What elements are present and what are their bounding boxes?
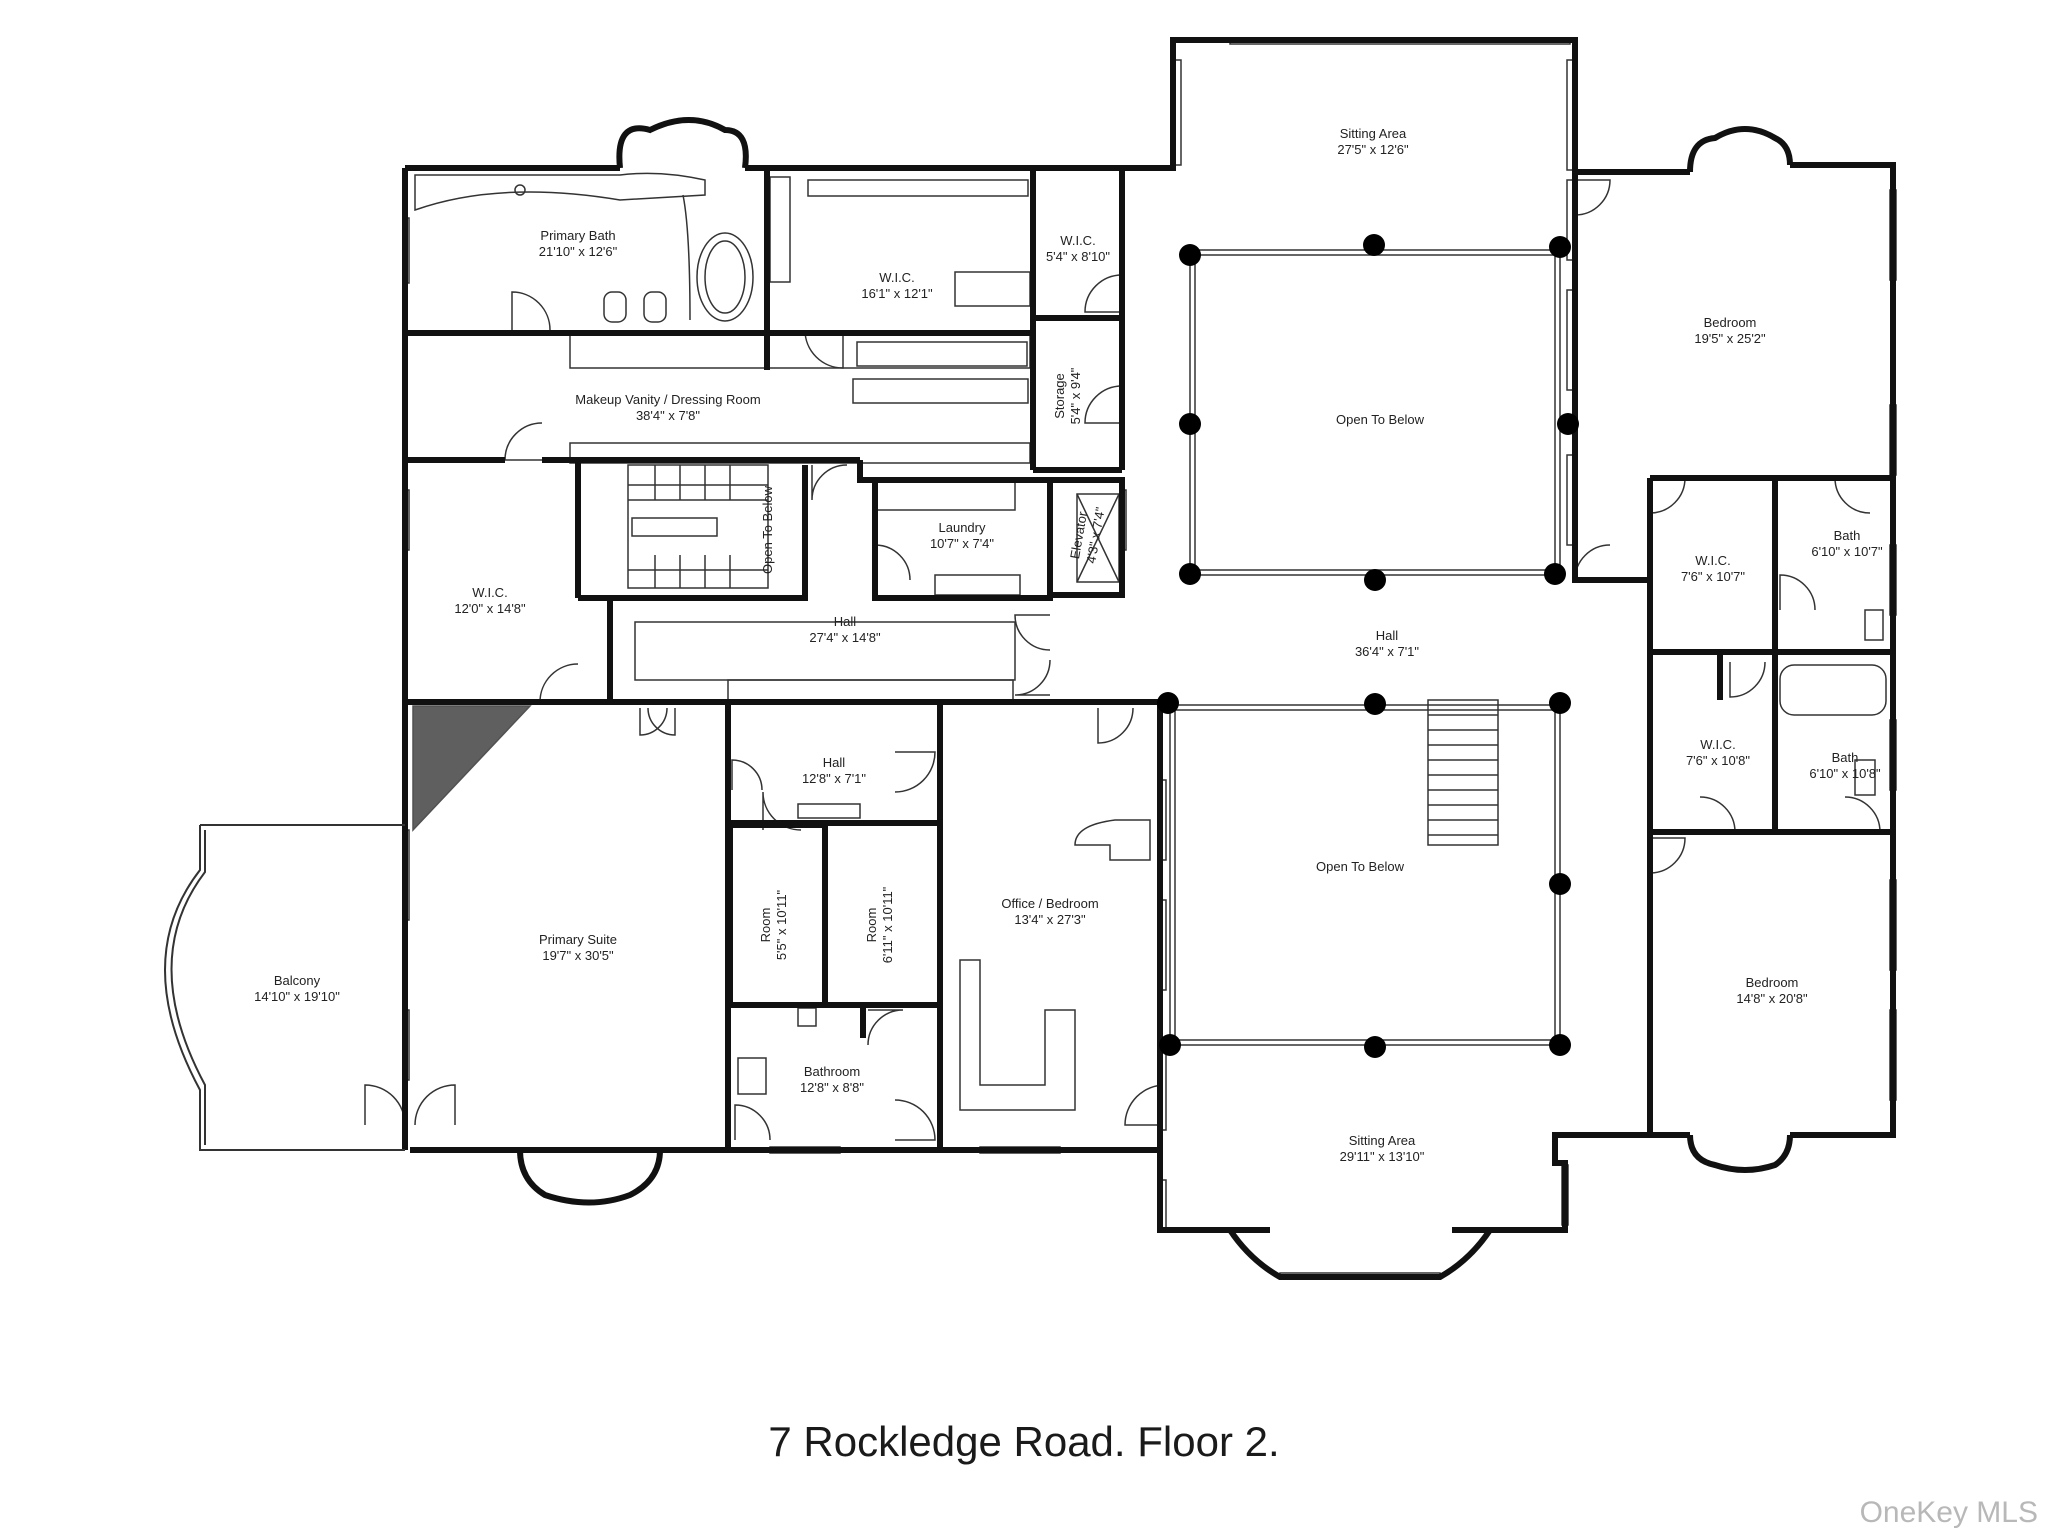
room-2-name: Room — [864, 908, 879, 943]
wic-2-dims: 5'4" x 8'10" — [1046, 249, 1110, 264]
hall-right-dims: 36'4" x 7'1" — [1355, 644, 1419, 659]
windows — [402, 37, 1897, 1280]
storage-dims: 5'4" x 9'4" — [1068, 367, 1083, 424]
fixtures — [412, 172, 1887, 1111]
sitting-area-bottom-name: Sitting Area — [1349, 1133, 1416, 1148]
primary-bath-dims: 21'10" x 12'6" — [539, 244, 618, 259]
makeup-vanity-dims: 38'4" x 7'8" — [636, 408, 700, 423]
hall-main-dims: 27'4" x 14'8" — [809, 630, 881, 645]
wic-4-name: W.I.C. — [1695, 553, 1730, 568]
room-labels: Primary Bath 21'10" x 12'6" W.I.C. 16'1"… — [254, 126, 1883, 1164]
laundry-dims: 10'7" x 7'4" — [930, 536, 994, 551]
room-2-dims: 6'11" x 10'11" — [880, 886, 895, 963]
door-swings — [364, 179, 1881, 1141]
wic-1-dims: 16'1" x 12'1" — [861, 286, 933, 301]
sitting-area-top-name: Sitting Area — [1340, 126, 1407, 141]
bath-2-name: Bath — [1832, 750, 1859, 765]
hall-small-name: Hall — [823, 755, 846, 770]
hall-main-name: Hall — [834, 614, 857, 629]
bedroom-top-dims: 19'5" x 25'2" — [1694, 331, 1766, 346]
balcony-name: Balcony — [274, 973, 321, 988]
balcony-railing — [164, 824, 405, 1151]
bath-1-dims: 6'10" x 10'7" — [1811, 544, 1883, 559]
bedroom-bottom-name: Bedroom — [1746, 975, 1799, 990]
open-below-bottom-name: Open To Below — [1316, 859, 1405, 874]
bathroom-name: Bathroom — [804, 1064, 860, 1079]
wic-3-dims: 12'0" x 14'8" — [454, 601, 526, 616]
bath-1-name: Bath — [1834, 528, 1861, 543]
plan-caption: 7 Rockledge Road. Floor 2. — [768, 1418, 1280, 1465]
primary-bath-name: Primary Bath — [540, 228, 615, 243]
storage-name: Storage — [1052, 373, 1067, 419]
stairs-center — [1427, 699, 1499, 846]
office-bedroom-name: Office / Bedroom — [1001, 896, 1098, 911]
primary-suite-name: Primary Suite — [539, 932, 617, 947]
walls — [402, 37, 1896, 1280]
watermark: OneKey MLS — [1859, 1496, 2038, 1529]
wic-5-name: W.I.C. — [1700, 737, 1735, 752]
open-below-top-name: Open To Below — [1336, 412, 1425, 427]
wic-5-dims: 7'6" x 10'8" — [1686, 753, 1750, 768]
bath-2-dims: 6'10" x 10'8" — [1809, 766, 1881, 781]
stair-open-below-name: Open To Below — [760, 485, 775, 574]
wic-2-name: W.I.C. — [1060, 233, 1095, 248]
hall-small-dims: 12'8" x 7'1" — [802, 771, 866, 786]
bathroom-dims: 12'8" x 8'8" — [800, 1080, 864, 1095]
sitting-area-top-dims: 27'5" x 12'6" — [1337, 142, 1409, 157]
hall-right-name: Hall — [1376, 628, 1399, 643]
room-1-name: Room — [758, 908, 773, 943]
bedroom-top-name: Bedroom — [1704, 315, 1757, 330]
balcony-dims: 14'10" x 19'10" — [254, 989, 340, 1004]
laundry-name: Laundry — [939, 520, 986, 535]
wic-4-dims: 7'6" x 10'7" — [1681, 569, 1745, 584]
sitting-area-bottom-dims: 29'11" x 13'10" — [1340, 1149, 1425, 1164]
primary-suite-dims: 19'7" x 30'5" — [542, 948, 614, 963]
wic-1-name: W.I.C. — [879, 270, 914, 285]
room-1-dims: 5'5" x 10'11" — [774, 889, 789, 960]
bedroom-bottom-dims: 14'8" x 20'8" — [1736, 991, 1808, 1006]
stairs-upper — [627, 464, 769, 589]
columns — [1157, 234, 1579, 1058]
office-bedroom-dims: 13'4" x 27'3" — [1014, 912, 1086, 927]
makeup-vanity-name: Makeup Vanity / Dressing Room — [575, 392, 760, 407]
wic-3-name: W.I.C. — [472, 585, 507, 600]
